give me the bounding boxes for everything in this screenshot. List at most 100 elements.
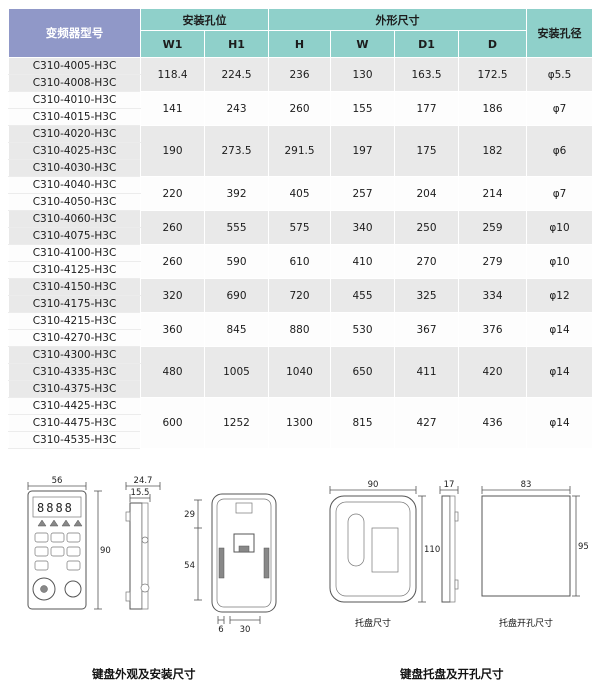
left-caption: 键盘外观及安装尺寸: [92, 667, 196, 681]
model-cell: C310-4040-H3C: [8, 176, 141, 194]
value-cell: 279: [458, 244, 527, 279]
model-column-header: 变频器型号: [8, 8, 141, 58]
tray-window: [371, 527, 399, 573]
tray-slot: [347, 513, 365, 567]
keypad-button: [66, 532, 81, 543]
table-row: C310-4375-H3C: [8, 380, 593, 398]
top-connector: [235, 502, 253, 514]
value-cell: 224.5: [204, 57, 269, 92]
tray-side-drawing: 17: [439, 480, 459, 603]
model-cell: C310-4010-H3C: [8, 91, 141, 109]
value-cell: 880: [268, 312, 331, 347]
outline-dims-header: 外形尺寸: [268, 8, 527, 31]
tray-side-body: [441, 495, 451, 603]
model-cell: C310-4075-H3C: [8, 227, 141, 245]
tray-depth-dim: 17: [444, 480, 455, 490]
col-header-w1: W1: [140, 30, 205, 58]
value-cell: 118.4: [140, 57, 205, 92]
value-cell: φ10: [526, 244, 593, 279]
model-cell: C310-4060-H3C: [8, 210, 141, 228]
col-header-d: D: [458, 30, 527, 58]
value-cell: 690: [204, 278, 269, 313]
value-cell: 220: [140, 176, 205, 211]
keypad-button: [34, 560, 49, 571]
value-cell: 530: [330, 312, 395, 347]
keypad-side-body: [129, 502, 143, 610]
keypad-button: [66, 546, 81, 557]
keypad-width-dim: 56: [52, 476, 63, 486]
col-header-d1: D1: [394, 30, 459, 58]
value-cell: 182: [458, 125, 527, 177]
knob-shaft: [140, 583, 150, 593]
value-cell: 270: [394, 244, 459, 279]
value-cell: 236: [268, 57, 331, 92]
table-row: C310-4025-H3C: [8, 142, 593, 160]
model-cell: C310-4125-H3C: [8, 261, 141, 279]
tray-clip: [454, 579, 459, 590]
run-stop-button: [64, 580, 82, 598]
keypad-height-dim: 90: [100, 546, 111, 556]
keypad-button: [50, 546, 65, 557]
keypad-button: [66, 560, 81, 571]
value-cell: φ7: [526, 176, 593, 211]
value-cell: 815: [330, 397, 395, 449]
model-cell: C310-4015-H3C: [8, 108, 141, 126]
keypad-button: [34, 546, 49, 557]
value-cell: φ12: [526, 278, 593, 313]
model-cell: C310-4475-H3C: [8, 414, 141, 432]
value-cell: 177: [394, 91, 459, 126]
value-cell: φ10: [526, 210, 593, 245]
value-cell: 845: [204, 312, 269, 347]
knob-center: [40, 585, 48, 593]
value-cell: 250: [394, 210, 459, 245]
tray-clip: [454, 511, 459, 522]
value-cell: 436: [458, 397, 527, 449]
keypad-side-panel: [141, 502, 149, 610]
value-cell: 1252: [204, 397, 269, 449]
value-cell: 367: [394, 312, 459, 347]
table-row: C310-4075-H3C: [8, 227, 593, 245]
tray-front-drawing: 90 110 托盘尺寸: [329, 480, 440, 629]
model-cell: C310-4375-H3C: [8, 380, 141, 398]
side-slot: [263, 547, 270, 579]
value-cell: 260: [140, 210, 205, 245]
value-cell: 610: [268, 244, 331, 279]
table-row: C310-4125-H3C: [8, 261, 593, 279]
led-indicator: [49, 519, 59, 527]
model-cell: C310-4025-H3C: [8, 142, 141, 160]
value-cell: 575: [268, 210, 331, 245]
value-cell: φ7: [526, 91, 593, 126]
hole-diameter-header: 安装孔径: [526, 8, 593, 58]
value-cell: 650: [330, 346, 395, 398]
value-cell: 480: [140, 346, 205, 398]
col-header-h: H: [268, 30, 331, 58]
cutout-drawing: 83 95 托盘开孔尺寸: [481, 480, 589, 629]
led-indicator: [61, 519, 71, 527]
value-cell: 320: [140, 278, 205, 313]
value-cell: 392: [204, 176, 269, 211]
value-cell: 340: [330, 210, 395, 245]
model-cell: C310-4008-H3C: [8, 74, 141, 92]
table-row: C310-4535-H3C: [8, 431, 593, 449]
value-cell: 291.5: [268, 125, 331, 177]
value-cell: 243: [204, 91, 269, 126]
side-slot: [218, 547, 225, 579]
right-caption: 键盘托盘及开孔尺寸: [400, 667, 504, 681]
value-cell: 260: [140, 244, 205, 279]
model-cell: C310-4050-H3C: [8, 193, 141, 211]
keypad-side-drawing: 24.7 15.5: [125, 476, 161, 610]
value-cell: 259: [458, 210, 527, 245]
mounting-clip: [125, 591, 131, 602]
value-cell: 376: [458, 312, 527, 347]
table-row: C310-4015-H3C: [8, 108, 593, 126]
side-screw: [141, 536, 149, 544]
value-cell: 1005: [204, 346, 269, 398]
